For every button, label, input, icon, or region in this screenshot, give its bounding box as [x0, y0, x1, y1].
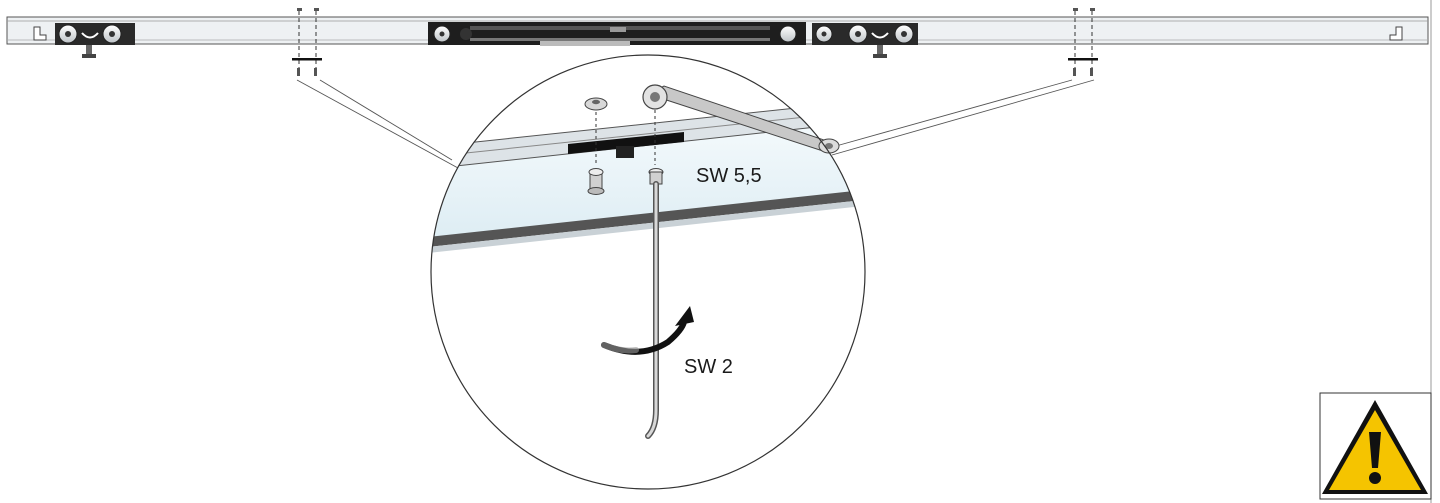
hex-nut [584, 97, 608, 165]
magnifier-outline [430, 54, 866, 490]
drive-unit [428, 22, 806, 46]
wrench-size-label: SW 5,5 [696, 165, 762, 187]
rail-end-stop-left [33, 26, 47, 41]
allen-key-size-label: SW 2 [684, 356, 733, 378]
warning-triangle-icon [1319, 392, 1432, 500]
rail-end-stop-right [1389, 26, 1403, 41]
fastening-point-right [1068, 8, 1098, 76]
callout-lines [296, 79, 1095, 169]
hex-wrench-icon [642, 84, 840, 165]
curved-arrow-icon [601, 306, 694, 355]
bolt-left [587, 168, 605, 195]
carriage-right [812, 23, 918, 58]
allen-key-icon [645, 168, 664, 439]
detail-magnifier: SW 5,5 SW 2 [430, 54, 866, 490]
carriage-left [55, 23, 135, 58]
fastening-point-left [292, 8, 322, 76]
clamp-plate [568, 132, 684, 154]
